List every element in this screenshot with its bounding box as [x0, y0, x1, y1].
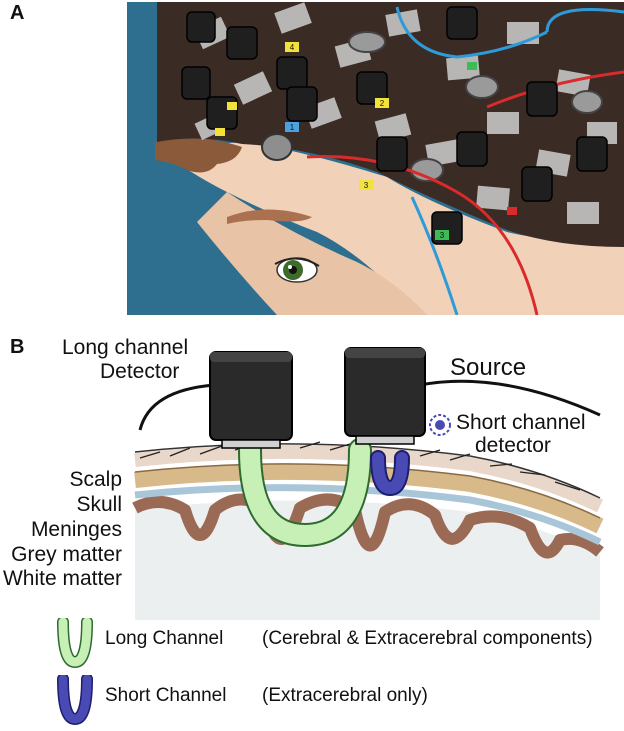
- legend-short-name: Short Channel: [105, 685, 227, 706]
- source-optode: [344, 347, 426, 445]
- long-channel-path: [240, 440, 370, 546]
- tag-label: 4: [290, 43, 295, 52]
- grey-optodes: [261, 31, 603, 182]
- layer-label-white-matter: White matter: [2, 567, 122, 590]
- eyelid: [274, 257, 320, 267]
- legend-long-name: Long Channel: [105, 628, 224, 649]
- source-cable: [419, 379, 601, 417]
- short-channel-label-line1: Short channel: [456, 411, 586, 434]
- panel-b-illustration: [132, 347, 604, 620]
- eye-highlight: [288, 265, 292, 269]
- long-channel-legend-icon: [57, 618, 93, 668]
- tag-label: 3: [364, 181, 369, 190]
- source-label: Source: [450, 354, 527, 381]
- layer-label-scalp: Scalp: [69, 468, 122, 491]
- face-shadow: [197, 192, 427, 315]
- hair: [155, 138, 242, 173]
- channel-tags: 4 2 1 3 3: [215, 42, 517, 240]
- short-channel-legend-icon: [57, 675, 93, 725]
- blue-cable-lower: [410, 196, 459, 315]
- skull-edge: [134, 463, 601, 519]
- eyebrow: [227, 209, 312, 224]
- red-cable: [306, 154, 539, 315]
- scalp: [134, 444, 604, 513]
- skull: [134, 463, 604, 534]
- tag-label: 3: [440, 231, 445, 240]
- face-skin: [157, 142, 624, 315]
- tag-label: 1: [290, 123, 295, 132]
- legend-short-desc: (Extracerebral only): [262, 685, 428, 706]
- panel-a-illustration: 4 2 1 3 3: [127, 2, 624, 315]
- meninges: [134, 484, 602, 546]
- long-channel-detector: [209, 351, 293, 449]
- short-channel-path: [372, 452, 408, 495]
- long-channel-label-line1: Long channel: [62, 336, 189, 359]
- blue-cable-top: [395, 6, 548, 59]
- grey-matter: [132, 493, 604, 559]
- blue-cable: [545, 8, 624, 33]
- scalp-surface: [134, 443, 601, 499]
- layer-label-skull: Skull: [76, 493, 122, 516]
- tag-label: 2: [380, 99, 385, 108]
- short-channel-label-line2: detector: [475, 434, 551, 457]
- panel-a-label: A: [10, 2, 25, 24]
- short-detector-dot: [435, 420, 445, 430]
- detector-cable: [138, 383, 216, 431]
- long-channel-label-line2: Detector: [100, 360, 180, 383]
- layer-label-grey-matter: Grey matter: [11, 543, 122, 566]
- legend-long-desc: (Cerebral & Extracerebral components): [262, 628, 593, 649]
- panel-b-label: B: [10, 336, 25, 358]
- white-matter: [135, 500, 600, 620]
- layer-label-meninges: Meninges: [30, 518, 122, 541]
